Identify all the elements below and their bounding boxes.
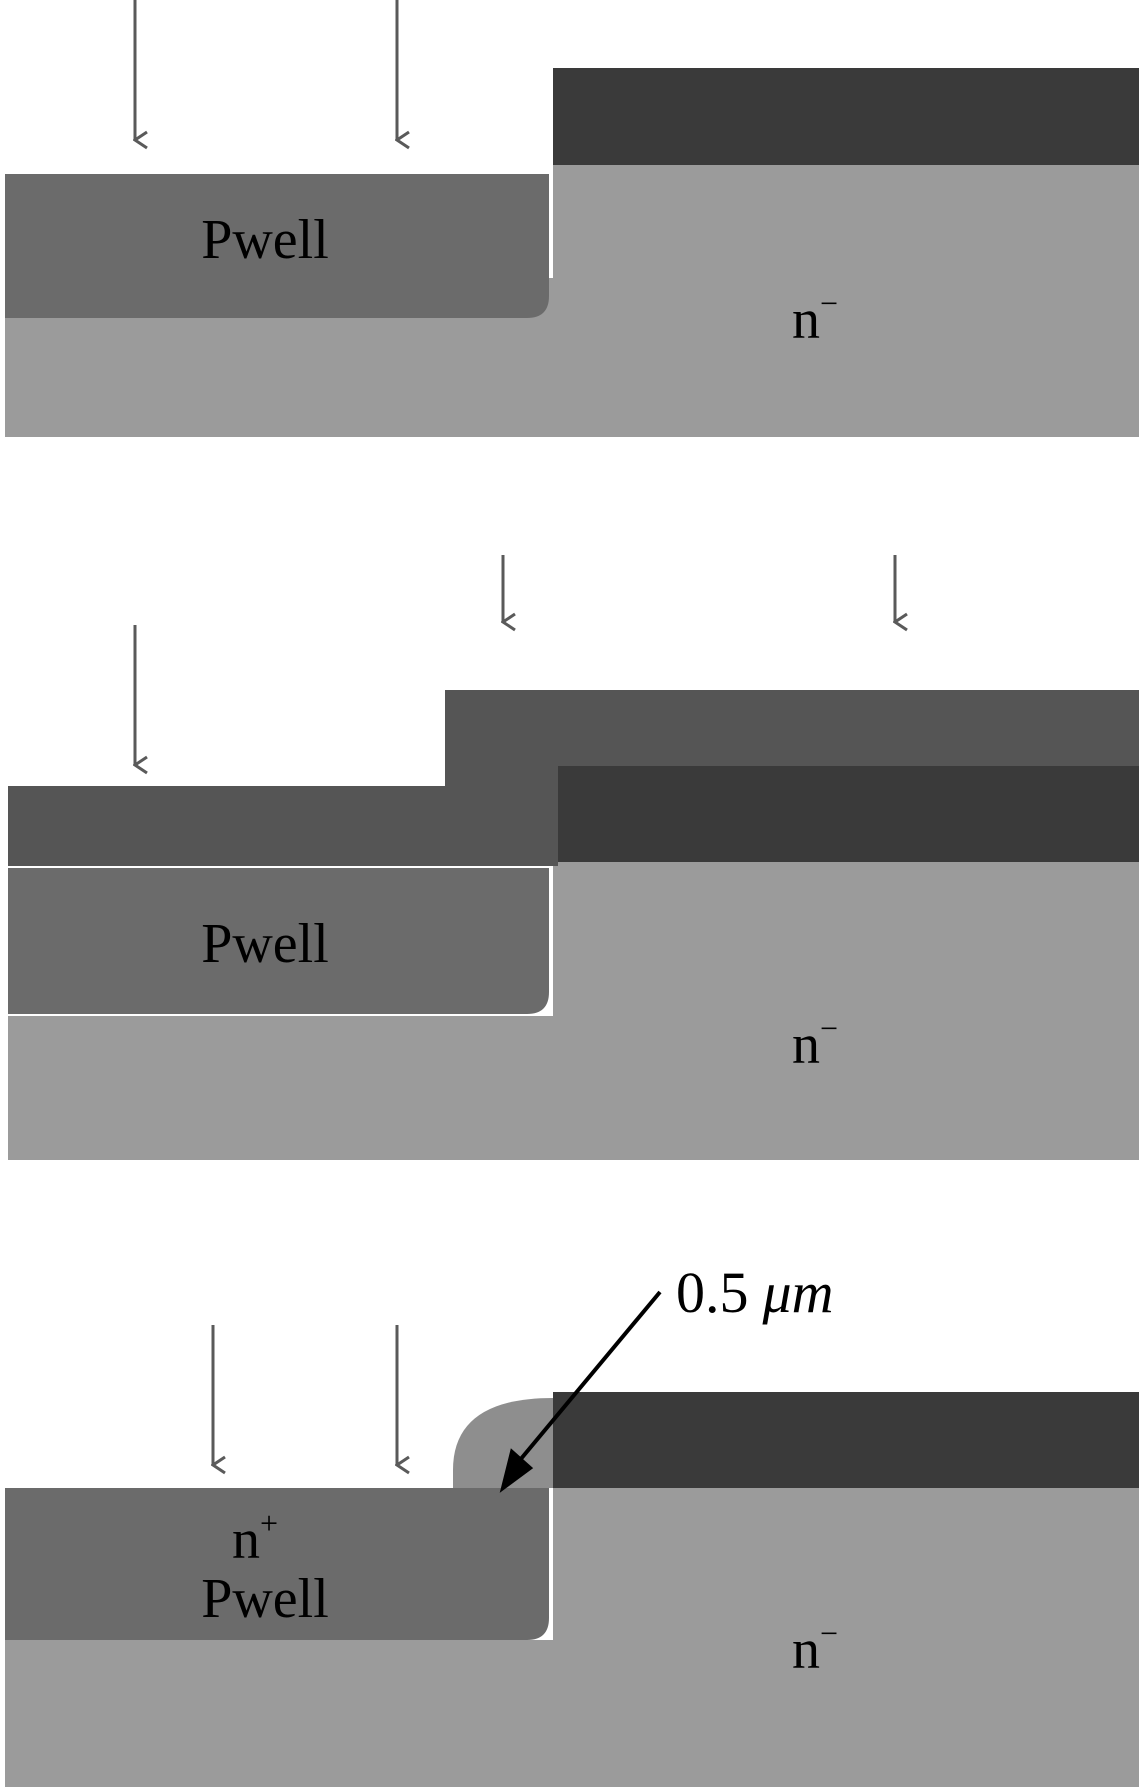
panel-1: Pwell n− xyxy=(5,0,1139,437)
n-minus-label-base: n xyxy=(792,1014,820,1076)
mask-layer xyxy=(553,1392,1139,1488)
dimension-value: 0.5 xyxy=(676,1260,749,1325)
sidewall-spacer xyxy=(453,1398,553,1488)
n-minus-label-base: n xyxy=(792,289,820,351)
n-plus-label-sup: + xyxy=(260,1505,278,1541)
implant-arrows xyxy=(135,0,397,140)
oxide-layer xyxy=(8,690,1139,866)
n-minus-label-sup: − xyxy=(820,1615,838,1651)
n-minus-substrate xyxy=(8,860,1139,1160)
n-minus-label-sup: − xyxy=(820,285,838,321)
implant-arrows xyxy=(213,1325,397,1465)
n-minus-label-base: n xyxy=(792,1619,820,1681)
pwell-label: Pwell xyxy=(201,209,329,271)
n-minus-substrate xyxy=(5,1488,1139,1787)
n-minus-label: n− xyxy=(792,1010,838,1076)
n-minus-label: n− xyxy=(792,285,838,351)
pwell-label: Pwell xyxy=(201,1568,329,1630)
n-minus-substrate xyxy=(5,165,1139,437)
n-minus-label: n− xyxy=(792,1615,838,1681)
pwell-label: Pwell xyxy=(201,913,329,975)
n-minus-label-sup: − xyxy=(820,1010,838,1046)
dimension-unit: μm xyxy=(762,1260,834,1325)
n-plus-label: n+ xyxy=(232,1505,278,1571)
n-plus-label-base: n xyxy=(232,1509,260,1571)
pwell-region xyxy=(8,868,549,1014)
panel-2: Pwell n− xyxy=(8,555,1139,1160)
pwell-region xyxy=(5,1488,549,1640)
dimension-pointer-arrow xyxy=(499,1290,662,1493)
mask-layer xyxy=(558,766,1139,862)
implant-arrows xyxy=(135,555,895,765)
pwell-region xyxy=(5,174,549,318)
mask-layer xyxy=(553,68,1139,165)
